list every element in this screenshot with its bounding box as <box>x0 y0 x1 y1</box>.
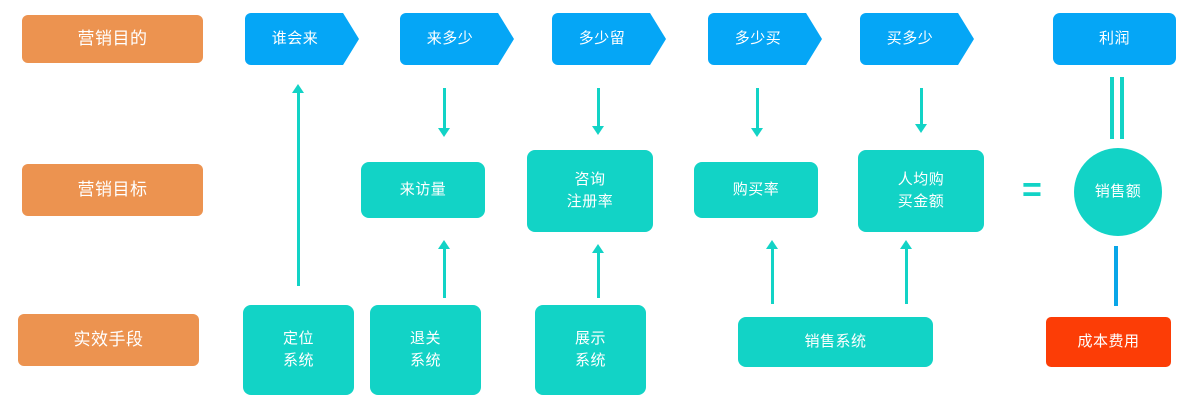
means-node-chengbenfeiyong-label: 成本费用 <box>1077 333 1140 351</box>
purpose-node-duoshaomai-label: 多少买 <box>734 30 782 48</box>
means-node-zhanshixitong[interactable]: 展示 系统 <box>535 305 646 395</box>
means-node-tuiguanxitong[interactable]: 退关 系统 <box>370 305 481 395</box>
arrow-head-up <box>900 240 912 249</box>
arrow-shaft <box>905 248 908 304</box>
purpose-node-maiduoshao[interactable]: 买多少 <box>860 13 974 65</box>
arrow-head-down <box>592 126 604 135</box>
arrow-head-down <box>438 128 450 137</box>
means-node-dingweixitong-label-2: 系统 <box>282 352 314 369</box>
row-label-goal-text: 营销目标 <box>77 179 148 199</box>
row-label-means: 实效手段 <box>18 314 199 366</box>
blue-connector-line <box>1114 246 1118 306</box>
arrow-head-up <box>292 84 304 93</box>
means-node-zhanshixitong-label-1: 展示 <box>574 330 606 348</box>
arrow-shaft <box>443 88 446 130</box>
arrow-shaft <box>756 88 759 130</box>
purpose-node-laiduoshao-label: 来多少 <box>426 30 474 48</box>
arrow-head-down <box>915 124 927 133</box>
goal-node-laifangliang-label: 来访量 <box>399 181 447 199</box>
means-node-dingweixitong-label-1: 定位 <box>282 330 314 348</box>
purpose-node-laiduoshao[interactable]: 来多少 <box>400 13 514 65</box>
row-label-means-text: 实效手段 <box>73 329 144 349</box>
double-bar-right <box>1120 77 1124 139</box>
goal-node-renjungoumaijine-label-1: 人均购 <box>897 171 945 189</box>
arrow-head-up <box>592 244 604 253</box>
goal-node-zixunzhucelv-label-2: 注册率 <box>566 193 614 210</box>
goal-node-zixunzhucelv-label-1: 咨询 <box>574 171 606 189</box>
arrow-shaft <box>297 92 300 286</box>
purpose-node-duoshaoliu[interactable]: 多少留 <box>552 13 666 65</box>
purpose-node-duoshaoliu-label: 多少留 <box>578 30 626 48</box>
means-node-tuiguanxitong-label-1: 退关 <box>409 330 441 348</box>
means-node-xiaoshouxitong-label: 销售系统 <box>804 333 867 351</box>
purpose-node-shuihuilai[interactable]: 谁会来 <box>245 13 359 65</box>
means-node-tuiguanxitong-label-2: 系统 <box>409 352 441 369</box>
means-node-zhanshixitong-label-2: 系统 <box>574 352 606 369</box>
purpose-node-shuihuilai-label: 谁会来 <box>271 30 319 48</box>
row-label-goal: 营销目标 <box>22 164 203 216</box>
row-label-purpose: 营销目的 <box>22 15 203 63</box>
equals-operator: = <box>1022 171 1042 209</box>
means-node-xiaoshouxitong[interactable]: 销售系统 <box>738 317 933 367</box>
arrow-shaft <box>597 88 600 128</box>
arrow-head-up <box>766 240 778 249</box>
goal-node-goumailv[interactable]: 购买率 <box>694 162 818 218</box>
arrow-shaft <box>771 248 774 304</box>
purpose-node-duoshaomai[interactable]: 多少买 <box>708 13 822 65</box>
arrow-head-down <box>751 128 763 137</box>
row-label-purpose-text: 营销目的 <box>77 28 148 48</box>
arrow-head-up <box>438 240 450 249</box>
purpose-node-maiduoshao-label: 买多少 <box>886 30 934 48</box>
double-bar-left <box>1110 77 1114 139</box>
arrow-shaft <box>597 252 600 298</box>
means-node-dingweixitong[interactable]: 定位 系统 <box>243 305 354 395</box>
purpose-node-lirun[interactable]: 利润 <box>1053 13 1176 65</box>
purpose-node-lirun-label: 利润 <box>1098 30 1130 48</box>
goal-node-xiaoshoue[interactable]: 销售额 <box>1074 148 1162 236</box>
goal-node-goumailv-label: 购买率 <box>732 181 780 199</box>
arrow-shaft <box>443 248 446 298</box>
means-node-chengbenfeiyong[interactable]: 成本费用 <box>1046 317 1171 367</box>
goal-node-renjungoumaijine[interactable]: 人均购 买金额 <box>858 150 984 232</box>
goal-node-zixunzhucelv[interactable]: 咨询 注册率 <box>527 150 653 232</box>
arrow-shaft <box>920 88 923 126</box>
goal-node-laifangliang[interactable]: 来访量 <box>361 162 485 218</box>
goal-node-xiaoshoue-label: 销售额 <box>1094 183 1142 201</box>
goal-node-renjungoumaijine-label-2: 买金额 <box>897 193 945 210</box>
